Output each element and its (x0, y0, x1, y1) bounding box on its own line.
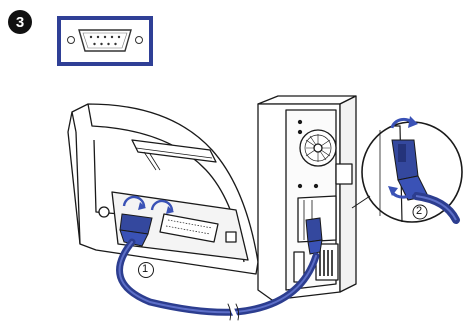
cable-callout-label: 1 (142, 263, 148, 275)
printer-body (68, 104, 258, 274)
zoom-inset (352, 116, 462, 222)
screw-callout-label: 2 (416, 205, 422, 217)
